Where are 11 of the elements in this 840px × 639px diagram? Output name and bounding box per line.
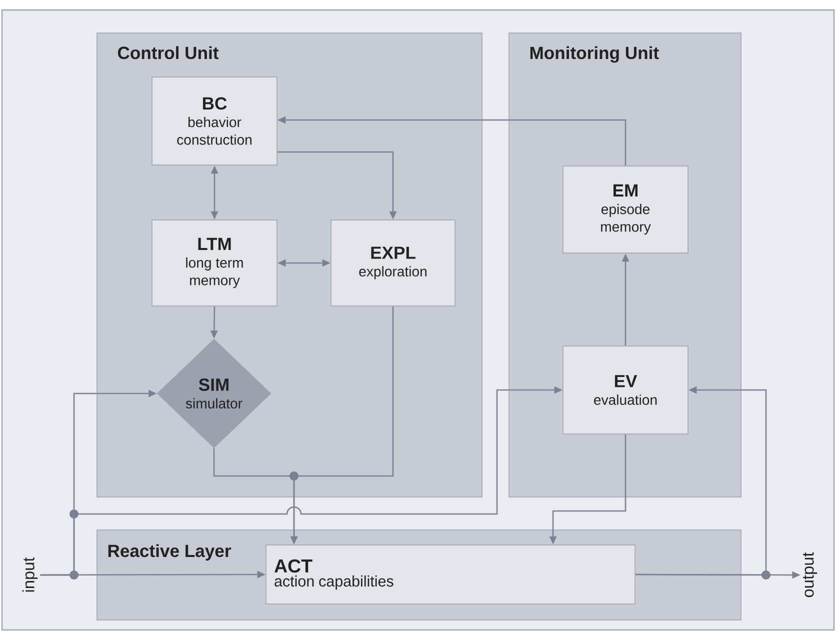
io-label: input	[22, 557, 38, 592]
process-box: EXPL exploration	[330, 220, 456, 306]
process-box: ACT action capabilities	[266, 544, 636, 604]
process-box: EM episode memory	[562, 166, 688, 254]
panel-heading: Monitoring Unit	[530, 46, 659, 63]
panel-heading: Reactive Layer	[108, 544, 232, 561]
process-box: BC behavior construction	[152, 76, 278, 166]
panel-heading: Control Unit	[118, 46, 219, 60]
io-label: output	[803, 552, 817, 598]
process-box: EV evaluation	[562, 346, 688, 434]
process-box: LTM long term memory	[152, 220, 278, 306]
